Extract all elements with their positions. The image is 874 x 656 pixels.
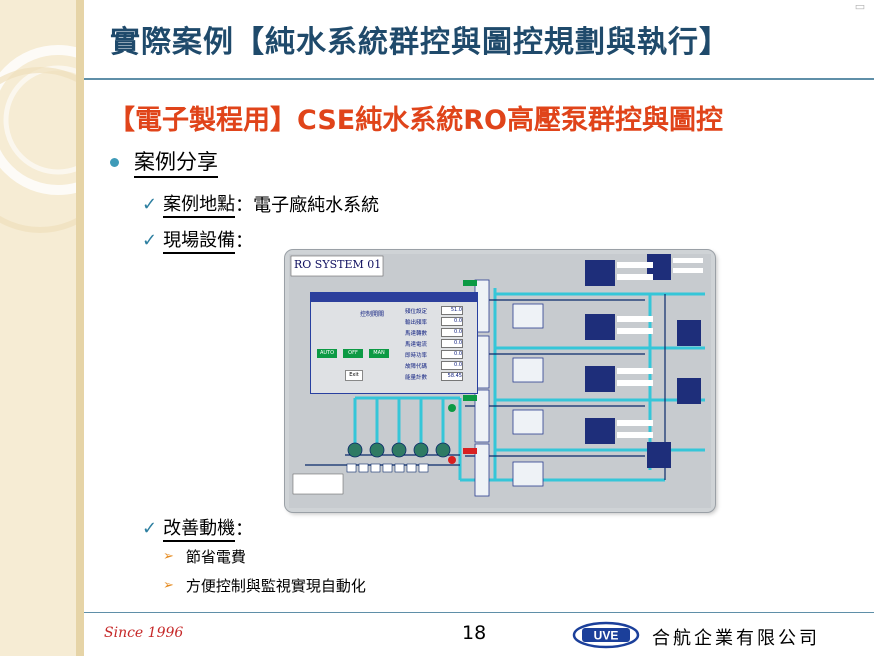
bullet-label: 案例分享 <box>134 146 218 178</box>
slide-subtitle: 【電子製程用】CSE純水系統RO高壓泵群控與圖控 <box>108 105 723 136</box>
decorative-circles <box>0 45 76 233</box>
scada-title: RO SYSTEM 01 <box>294 258 382 271</box>
row-label: 馬達轉數 <box>405 331 428 337</box>
item-separator: ： <box>235 195 254 216</box>
off-button[interactable]: OFF <box>343 349 363 358</box>
control-switch-button[interactable]: 控制開關 <box>360 311 385 318</box>
decorative-side-band <box>0 0 76 656</box>
item-equipment: ✓ 現場設備 ： <box>142 226 253 254</box>
popup-row: 輸出頻率 0.0 <box>405 317 477 326</box>
row-label: 馬達電流 <box>405 342 428 348</box>
popup-row: 能量計數 58.45 <box>405 372 477 381</box>
exit-button[interactable]: Exit <box>345 370 363 381</box>
corner-icon: ▭ <box>854 0 866 13</box>
slide-title: 實際案例【純水系統群控與圖控規劃與執行】 <box>110 25 730 60</box>
row-label: 頻位設定 <box>405 309 428 315</box>
row-label: 輸出頻率 <box>405 320 428 326</box>
sub-item-automation: ➢ 方便控制與監視實現自動化 <box>163 575 366 596</box>
sub-item-text: 方便控制與監視實現自動化 <box>185 577 366 595</box>
item-separator: ： <box>235 231 254 252</box>
scada-screenshot: RO SYSTEM 01 控制開關 AUTO OFF MAN Exit 頻位設定… <box>285 250 715 512</box>
since-label: Since 1996 <box>104 625 184 641</box>
company-name: 合航企業有限公司 <box>652 628 820 649</box>
sub-item-text: 節省電費 <box>185 548 246 566</box>
arrow-right-icon: ➢ <box>163 549 174 564</box>
row-value: 0.0 <box>441 339 463 348</box>
item-label: 現場設備 <box>163 226 236 254</box>
check-icon: ✓ <box>142 193 158 215</box>
item-motivation: ✓ 改善動機 ： <box>142 514 253 542</box>
row-value: 0.0 <box>441 361 463 370</box>
footer-divider <box>84 612 874 613</box>
row-value: 51.0 <box>441 306 463 315</box>
item-separator: ： <box>235 519 254 540</box>
popup-row: 故障代碼 0.0 <box>405 361 477 370</box>
row-value: 0.0 <box>441 350 463 359</box>
arrow-right-icon: ➢ <box>163 578 174 593</box>
row-value: 0.0 <box>441 317 463 326</box>
uve-logo-graphic: UVE <box>572 621 640 649</box>
check-icon: ✓ <box>142 517 158 539</box>
item-location: ✓ 案例地點 ： 電子廠純水系統 <box>142 190 379 218</box>
page-number: 18 <box>462 622 487 644</box>
item-label: 改善動機 <box>163 514 236 542</box>
popup-row: 馬達轉數 0.0 <box>405 328 477 337</box>
pump-control-popup: 控制開關 AUTO OFF MAN Exit 頻位設定 51.0 輸出頻率 0.… <box>310 292 478 394</box>
logo-text: UVE <box>594 629 619 643</box>
side-stripe <box>76 0 84 656</box>
item-label: 案例地點 <box>163 190 236 218</box>
bullet-case-share: 案例分享 <box>110 146 218 178</box>
man-button[interactable]: MAN <box>369 349 389 358</box>
auto-button[interactable]: AUTO <box>317 349 337 358</box>
bullet-dot-icon <box>110 157 119 167</box>
row-label: 即時功率 <box>405 353 428 359</box>
title-divider <box>84 78 874 80</box>
sub-item-save-power: ➢ 節省電費 <box>163 546 246 567</box>
item-text: 電子廠純水系統 <box>253 195 380 216</box>
row-value: 58.45 <box>441 372 463 381</box>
row-value: 0.0 <box>441 328 463 337</box>
popup-titlebar <box>311 293 477 302</box>
popup-row: 頻位設定 51.0 <box>405 306 477 315</box>
popup-row: 即時功率 0.0 <box>405 350 477 359</box>
uve-logo: UVE <box>572 621 640 649</box>
row-label: 能量計數 <box>405 375 428 381</box>
check-icon: ✓ <box>142 229 158 251</box>
row-label: 故障代碼 <box>405 364 428 370</box>
popup-row: 馬達電流 0.0 <box>405 339 477 348</box>
